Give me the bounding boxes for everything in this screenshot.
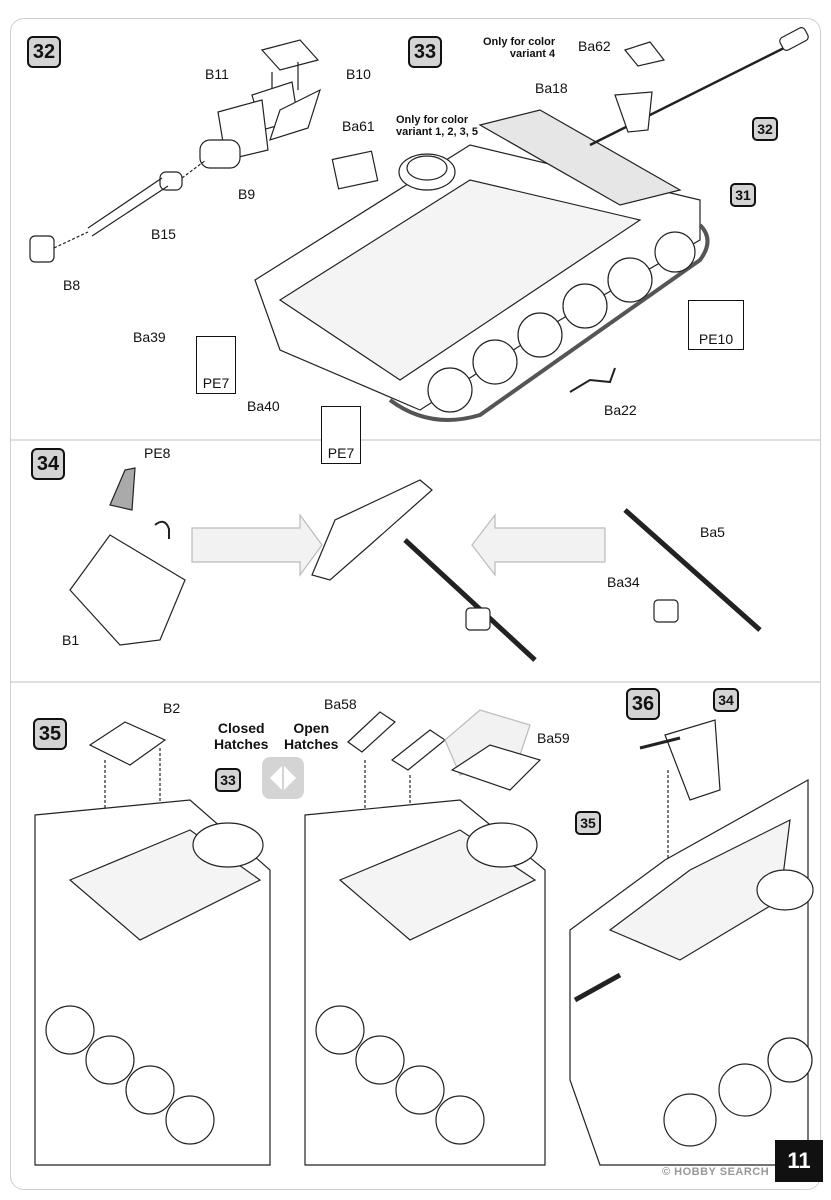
part-label-ba18: Ba18 [535,80,568,96]
pe7-box-b: PE7 [321,406,361,464]
part-label-ba22: Ba22 [604,402,637,418]
step35-open-hatches [304,709,546,1166]
part-label-ba34: Ba34 [607,574,640,590]
step32-gun-assembly [29,39,321,263]
part-label-b8: B8 [63,277,81,293]
pe7-label-a: PE7 [202,375,230,391]
part-label-b1: B1 [62,632,80,648]
part-label-ba39: Ba39 [133,329,166,345]
part-label-b11: B11 [205,66,229,82]
step-number-33: 33 [408,36,442,68]
open-hatches-line2: Hatches [284,736,339,752]
step34-mg-assembly [69,467,762,662]
pe10-label: PE10 [698,331,734,347]
part-label-b2: B2 [163,700,181,716]
pe10-box: PE10 [688,300,744,350]
pe7-box-a: PE7 [196,336,236,394]
ba61-note-line1: Only for color [396,114,469,126]
part-label-ba59: Ba59 [537,730,570,746]
step33-hull [254,27,809,422]
ba62-note-line2: variant 4 [509,48,556,60]
ref-step-35: 35 [575,811,601,835]
step36-mg-mount [569,719,814,1166]
pe7-label-b: PE7 [327,445,355,461]
page-frame [10,18,821,1190]
step-number-35: 35 [33,718,67,750]
ref-step-32: 32 [752,117,778,141]
part-label-b9: B9 [238,186,256,202]
step-number-36: 36 [626,688,660,720]
watermark: © HOBBY SEARCH [662,1166,770,1178]
ref-step-33: 33 [215,768,241,792]
part-label-ba58: Ba58 [324,696,357,712]
part-label-ba62: Ba62 [578,38,611,54]
step35-closed-hatches [34,721,271,1166]
part-label-ba61: Ba61 [342,118,375,134]
closed-open-toggle-icon [262,757,304,799]
step-number-32: 32 [27,36,61,68]
part-label-pe8: PE8 [144,445,171,461]
open-hatches-line1: Open [293,720,330,736]
ba62-note-line1: Only for color [483,36,556,48]
page-number: 11 [775,1140,823,1182]
part-label-b15: B15 [151,226,176,242]
ref-step-34: 34 [713,688,739,712]
part-label-ba40: Ba40 [247,398,280,414]
closed-hatches-line2: Hatches [214,736,269,752]
part-label-ba5: Ba5 [700,524,725,540]
closed-hatches-line1: Closed [217,720,265,736]
part-label-b10: B10 [346,66,371,82]
step-number-34: 34 [31,448,65,480]
ba61-note-line2: variant 1, 2, 3, 5 [396,126,478,138]
ref-step-31: 31 [730,183,756,207]
